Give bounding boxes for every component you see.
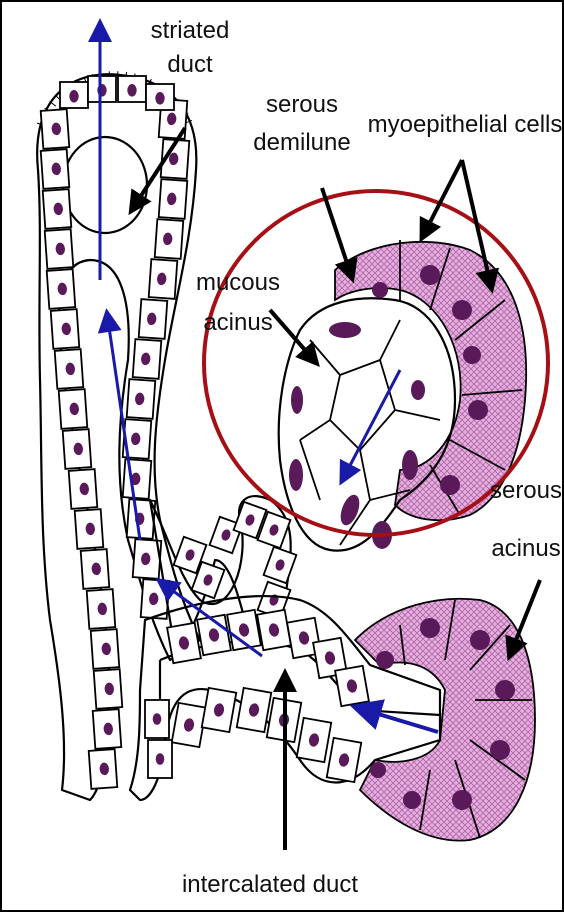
- duct-cell: [133, 339, 162, 379]
- duct-cell: [335, 666, 369, 706]
- duct-cell: [88, 76, 116, 102]
- duct-cell: [148, 740, 172, 778]
- duct-cell: [123, 459, 152, 499]
- flow-arrow-acinus: [345, 370, 400, 475]
- striated-duct-structure: [37, 71, 200, 800]
- label-serous-demilune-line1: serous: [266, 91, 338, 118]
- label-mucous-acinus-line1: mucous: [196, 269, 280, 296]
- duct-cell: [167, 623, 201, 663]
- duct-cell: [45, 229, 74, 269]
- duct-cell: [172, 703, 207, 747]
- duct-cell: [41, 149, 70, 189]
- duct-cell: [69, 469, 98, 509]
- duct-cell: [127, 379, 156, 419]
- duct-cell: [81, 549, 110, 589]
- duct-cell: [43, 189, 72, 229]
- duct-cell: [41, 109, 70, 149]
- duct-cell: [264, 547, 297, 583]
- duct-cell: [155, 219, 184, 259]
- pointer-serous-acinus: [512, 580, 540, 650]
- duct-cell: [297, 718, 332, 762]
- label-serous-acinus-line1: serous: [490, 477, 562, 504]
- label-striated-duct-line2: duct: [167, 51, 213, 78]
- duct-cell: [145, 700, 169, 738]
- duct-cell: [257, 610, 291, 650]
- duct-cell: [139, 299, 168, 339]
- duct-cell: [93, 709, 122, 749]
- label-intercalated-duct: intercalated duct: [182, 871, 358, 898]
- duct-cell: [94, 669, 123, 709]
- duct-cell: [149, 259, 178, 299]
- label-striated-duct-line1: striated: [151, 17, 230, 44]
- duct-cell: [118, 76, 146, 102]
- mucous-acinus-group: [279, 240, 526, 551]
- label-myoepithelial-cells: myoepithelial cells: [368, 111, 563, 138]
- label-serous-demilune-line2: demilune: [253, 129, 350, 156]
- duct-cell: [60, 82, 88, 108]
- duct-cell: [87, 589, 116, 629]
- label-mucous-acinus-line2: acinus: [203, 309, 272, 336]
- duct-cell: [47, 269, 76, 309]
- serous-acinus-group: [355, 599, 535, 841]
- pointer-myoepithelial-1: [425, 160, 462, 232]
- duct-cell: [89, 749, 118, 789]
- label-serous-acinus-line2: acinus: [491, 535, 560, 562]
- pointer-serous-demilune: [322, 188, 350, 272]
- duct-cell: [55, 349, 84, 389]
- duct-cell: [59, 389, 88, 429]
- duct-cell: [159, 179, 188, 219]
- duct-cell: [237, 688, 272, 732]
- duct-cell: [202, 688, 237, 732]
- duct-cell: [327, 738, 362, 782]
- duct-cell: [146, 84, 174, 110]
- duct-cell: [91, 629, 120, 669]
- duct-cell: [75, 509, 104, 549]
- duct-cell: [63, 429, 92, 469]
- duct-cell: [51, 309, 80, 349]
